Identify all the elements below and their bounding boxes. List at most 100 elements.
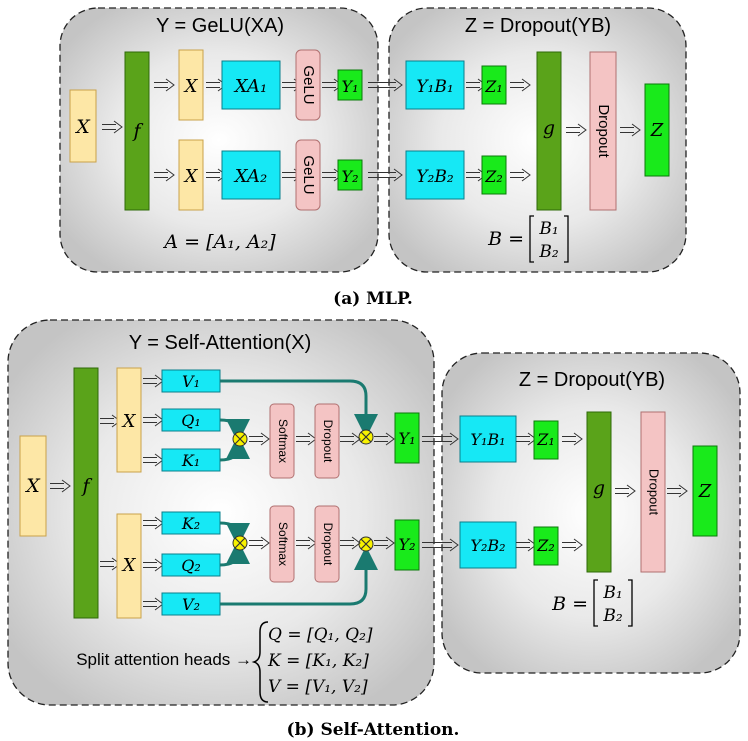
mlp-gelu2-box xyxy=(295,139,321,211)
mlp-dropout-box xyxy=(589,51,617,211)
mlp-yb1: Y₁B₁ xyxy=(416,77,453,97)
attn-yb1-box xyxy=(459,415,517,463)
attn-yb2-box xyxy=(459,521,517,569)
attn-x2: X xyxy=(121,555,137,576)
mlp-x2: X xyxy=(183,166,199,187)
attn-dropout1: Dropout xyxy=(321,420,335,463)
mlp-gelu1: GeLU xyxy=(300,65,317,104)
attn-z2: Z₂ xyxy=(536,536,555,555)
mlp-right-title: Z = Dropout(YB) xyxy=(465,15,611,37)
mlp-z1-box xyxy=(481,65,507,105)
mlp-b-bot: B₂ xyxy=(538,242,558,262)
mlp-y1: Y₁ xyxy=(342,77,359,96)
mlp-gelu1-box xyxy=(295,49,321,121)
attn-g-label: g xyxy=(593,477,605,499)
attn-z1-box xyxy=(533,420,559,460)
mlp-z: Z xyxy=(650,120,664,141)
mlp-y1-box xyxy=(337,69,363,101)
arrow-icon xyxy=(368,168,403,182)
attn-input-x-box xyxy=(19,435,47,537)
attn-b-bracket-right xyxy=(628,579,633,627)
mlp-yb2: Y₂B₂ xyxy=(416,167,454,187)
multiply-icon xyxy=(232,535,248,551)
attn-v-equation: V = [V₁, V₂] xyxy=(268,677,368,697)
multiply-icon xyxy=(358,536,374,552)
attn-split-brace xyxy=(251,621,269,703)
attn-softmax2-box xyxy=(269,505,295,583)
attn-v2-arrow xyxy=(220,546,378,606)
arrow-icon xyxy=(368,78,403,92)
attn-v2: V₂ xyxy=(182,595,200,614)
mlp-left-title: Y = GeLU(XA) xyxy=(156,15,284,37)
attn-k-equation: K = [K₁, K₂] xyxy=(267,651,369,671)
mlp-b-bracket-right xyxy=(564,215,569,263)
mlp-g-box xyxy=(536,51,562,211)
attn-y1: Y₁ xyxy=(399,429,416,448)
attn-left-panel xyxy=(7,319,435,706)
attn-f-label: f xyxy=(80,475,92,497)
attn-softmax1: Softmax xyxy=(276,419,290,463)
mlp-y2: Y₂ xyxy=(342,167,359,186)
mlp-yb1-box xyxy=(405,60,465,110)
attn-x1-box xyxy=(116,367,142,473)
mlp-b-equation-lhs: B = xyxy=(487,228,524,250)
mlp-x2-box xyxy=(178,139,204,211)
attn-dropout-box xyxy=(640,411,666,573)
attn-k1-arrow xyxy=(219,435,250,462)
mlp-a-equation: A = [A₁, A₂] xyxy=(162,231,276,253)
attn-b-bracket-left xyxy=(593,579,598,627)
attn-v1-arrow xyxy=(220,379,378,438)
mlp-z2: Z₂ xyxy=(484,167,503,186)
attn-q1-arrow xyxy=(219,418,250,443)
mlp-y2-box xyxy=(337,159,363,191)
mlp-gelu2: GeLU xyxy=(300,155,317,194)
multiply-icon xyxy=(232,431,248,447)
attn-y1-box xyxy=(394,412,420,464)
attn-dropout: Dropout xyxy=(647,469,662,516)
attn-k2: K₂ xyxy=(181,514,200,533)
attn-x2-box xyxy=(116,513,142,619)
attn-v1: V₁ xyxy=(182,372,200,391)
mlp-input-x-box xyxy=(69,89,97,163)
attn-y2: Y₂ xyxy=(399,535,416,554)
mlp-caption: (a) MLP. xyxy=(333,289,413,309)
mlp-z2-box xyxy=(481,155,507,195)
attn-dropout2: Dropout xyxy=(321,523,335,566)
multiply-icon xyxy=(358,429,374,445)
mlp-b-bracket-left xyxy=(529,215,534,263)
attn-z-box xyxy=(692,445,718,537)
mlp-z1: Z₁ xyxy=(484,77,503,96)
attn-softmax1-box xyxy=(269,403,295,479)
arrow-icon xyxy=(422,432,459,446)
attn-g-box xyxy=(586,411,612,573)
attn-softmax2: Softmax xyxy=(276,522,290,566)
attn-x1: X xyxy=(121,411,137,432)
attn-yb1: Y₁B₁ xyxy=(470,430,505,449)
mlp-z-box xyxy=(644,83,670,177)
mlp-yb2-box xyxy=(405,150,465,200)
mlp-g-label: g xyxy=(543,117,555,139)
attn-input-x: X xyxy=(24,475,41,497)
attn-b-bot: B₂ xyxy=(602,606,622,626)
attn-right-title: Z = Dropout(YB) xyxy=(519,369,665,391)
attn-q1: Q₁ xyxy=(181,411,201,430)
attn-y2-box xyxy=(394,519,420,571)
attn-f-box xyxy=(73,367,99,619)
mlp-input-x: X xyxy=(74,116,91,138)
attn-yb2: Y₂B₂ xyxy=(470,536,505,555)
mlp-f-label: f xyxy=(131,120,143,142)
mlp-dropout: Dropout xyxy=(595,104,612,158)
arrow-icon xyxy=(422,538,459,552)
mlp-x1: X xyxy=(183,76,199,97)
attn-z: Z xyxy=(698,481,712,502)
attn-k1: K₁ xyxy=(181,451,200,470)
attn-q2: Q₂ xyxy=(181,556,201,575)
mlp-xa2: XA₂ xyxy=(233,166,267,187)
attn-q2-arrow xyxy=(219,540,250,567)
attn-dropout1-box xyxy=(314,403,340,479)
attn-b-equation-lhs: B = xyxy=(551,593,588,615)
attn-b-top: B₁ xyxy=(602,583,622,603)
mlp-xa2-box xyxy=(221,150,281,200)
attn-z2-box xyxy=(533,526,559,566)
